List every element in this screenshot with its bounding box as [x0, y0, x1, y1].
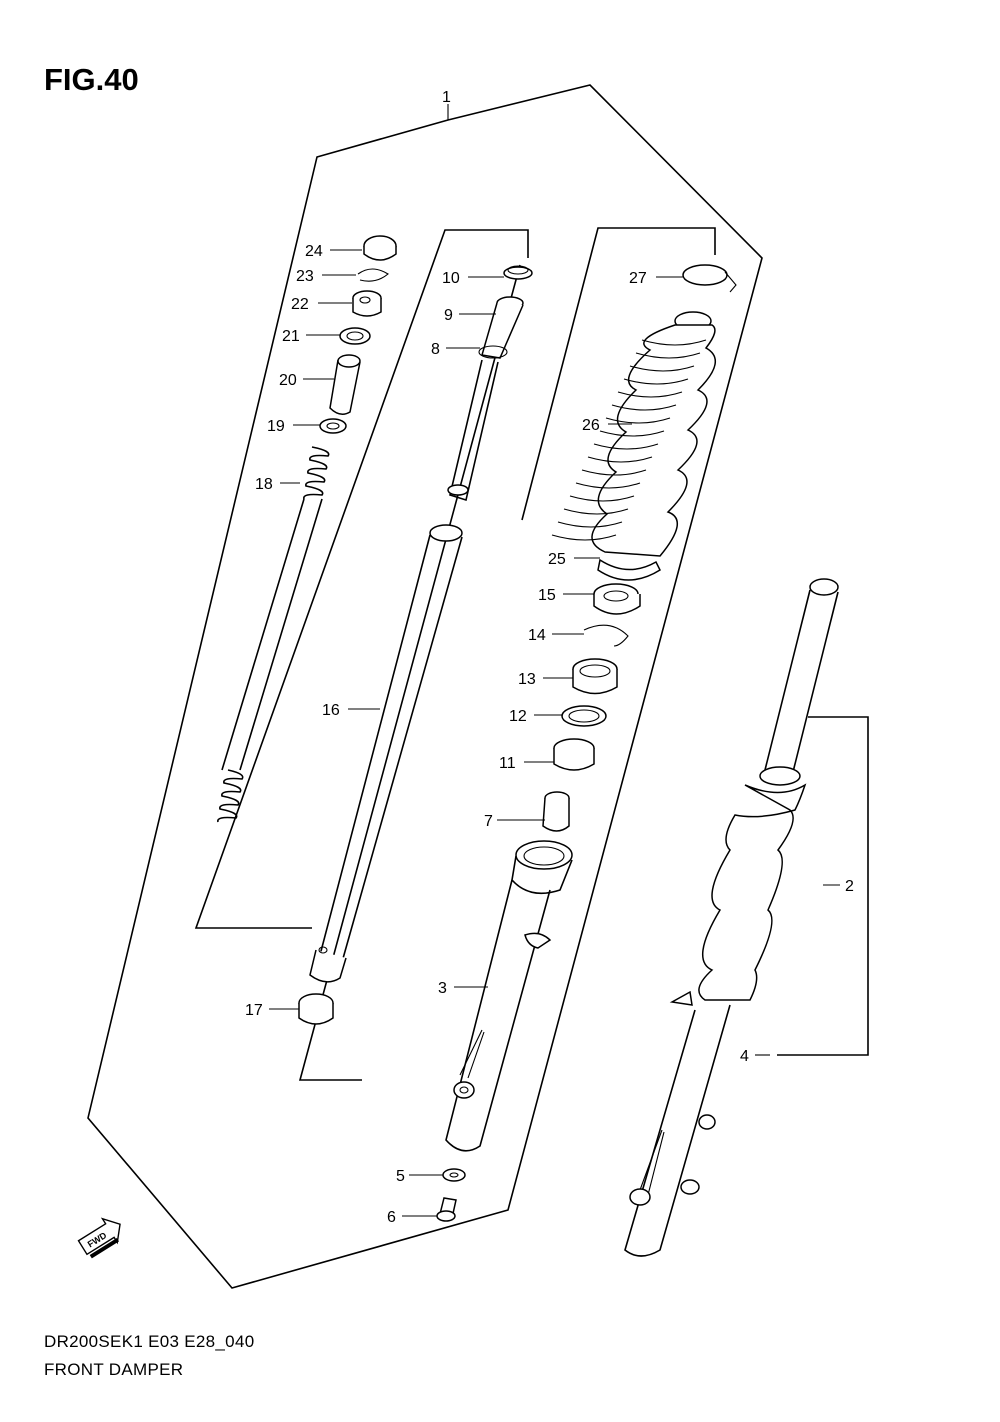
callout-6: 6 — [387, 1209, 396, 1226]
part-8-9-rod — [447, 296, 524, 502]
callout-8: 8 — [431, 341, 440, 358]
part-11-bushing — [553, 738, 595, 771]
part-23-circlip — [357, 268, 389, 282]
part-25-clip — [597, 558, 661, 581]
boot-rib — [551, 534, 617, 541]
callout-22: 22 — [291, 296, 309, 313]
boot-rib — [605, 417, 671, 424]
assembly-1-outline — [87, 84, 763, 1289]
part-10-ring — [503, 265, 533, 280]
part-14-circlip — [583, 624, 629, 647]
callout-15: 15 — [538, 587, 556, 604]
callout-25: 25 — [548, 551, 566, 568]
boot-rib — [575, 482, 641, 489]
callout-24: 24 — [305, 243, 323, 260]
assembly-2-bracket — [777, 716, 869, 1056]
boot-rib — [563, 508, 629, 515]
inner-rod-group-outline — [194, 229, 529, 929]
boot-group-outline — [521, 227, 716, 521]
callout-27: 27 — [629, 270, 647, 287]
callout-2: 2 — [845, 878, 854, 895]
part-6-bolt — [436, 1197, 457, 1222]
callout-9: 9 — [444, 307, 453, 324]
part-3-outer-tube — [445, 840, 573, 1152]
part-26-boot — [551, 311, 716, 557]
section-name: FRONT DAMPER — [44, 1360, 184, 1379]
boot-rib — [599, 430, 665, 437]
boot-rib — [611, 404, 677, 411]
callout-16: 16 — [322, 702, 340, 719]
callout-26: 26 — [582, 417, 600, 434]
part-16-damper-tube — [309, 524, 463, 983]
part-2-4-fork-assembly — [624, 578, 839, 1257]
boot-rib — [635, 352, 701, 359]
boot-rib — [587, 456, 653, 463]
part-18-spring — [217, 446, 330, 823]
part-17-lock-piece — [298, 993, 334, 1025]
boot-rib — [629, 365, 695, 372]
part-13-bushing — [572, 658, 618, 695]
callout-labels: 1 2 3 4 5 6 7 8 9 10 11 12 13 14 15 16 1… — [245, 89, 854, 1226]
callout-13: 13 — [518, 671, 536, 688]
part-24-cap — [363, 235, 397, 261]
part-12-washer — [561, 705, 607, 727]
callout-21: 21 — [282, 328, 300, 345]
part-7-oil-lock-piece — [542, 791, 570, 832]
callout-14: 14 — [528, 627, 546, 644]
figure-title: FIG.40 — [44, 62, 139, 97]
callout-3: 3 — [438, 980, 447, 997]
callout-1: 1 — [442, 89, 451, 106]
callout-5: 5 — [396, 1168, 405, 1185]
part-5-washer — [442, 1168, 466, 1182]
callout-19: 19 — [267, 418, 285, 435]
part-22-bolt — [352, 290, 382, 317]
callout-4: 4 — [740, 1048, 749, 1065]
callout-11: 11 — [499, 755, 516, 772]
callout-23: 23 — [296, 268, 314, 285]
boot-rib — [641, 339, 707, 346]
callout-18: 18 — [255, 476, 273, 493]
callout-7: 7 — [484, 813, 493, 830]
model-code: DR200SEK1 E03 E28_040 — [44, 1332, 255, 1351]
part-27-clamp — [682, 264, 737, 293]
boot-rib — [617, 391, 683, 398]
leader-lines — [269, 104, 840, 1217]
forward-arrow-icon: FWD — [77, 1217, 121, 1259]
boot-rib — [557, 521, 623, 528]
callout-12: 12 — [509, 708, 527, 725]
callout-10: 10 — [442, 270, 460, 287]
callout-20: 20 — [279, 372, 297, 389]
boot-rib — [569, 495, 635, 502]
callout-17: 17 — [245, 1002, 263, 1019]
part-15-oil-seal — [593, 583, 641, 615]
boot-rib — [581, 469, 647, 476]
boot-rib — [593, 443, 659, 450]
boot-rib — [623, 378, 689, 385]
part-19-seat — [319, 418, 347, 434]
part-20-spacer — [329, 354, 361, 415]
part-21-washer — [339, 327, 371, 345]
